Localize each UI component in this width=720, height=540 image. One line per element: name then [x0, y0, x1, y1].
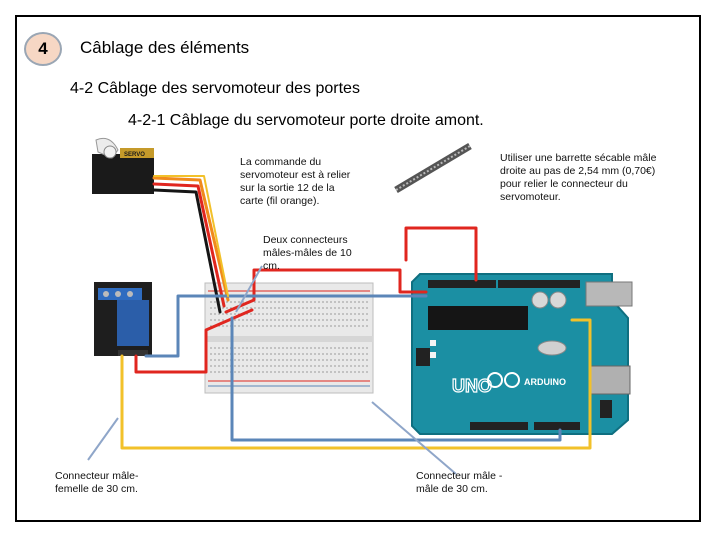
section-title: Câblage des éléments	[80, 38, 250, 57]
breadboard	[204, 282, 374, 394]
wires	[120, 175, 592, 450]
red-wire-header	[404, 226, 478, 282]
note-male-female: Connecteur mâle-femelle de 30 cm.	[55, 470, 139, 495]
blue-wire-bottom	[230, 316, 562, 442]
arduino-board: UNO ARDUINO	[411, 273, 633, 435]
step-badge: 4	[24, 32, 62, 66]
header-strip	[394, 142, 472, 194]
note-male-male: Connecteur mâle - mâle de 30 cm.	[416, 470, 503, 495]
servo-wire-orange	[152, 176, 230, 302]
callout-lines	[87, 265, 457, 475]
servo-wire-red	[152, 182, 226, 308]
note-header-strip: Utiliser une barrette sécable mâle droit…	[500, 152, 657, 203]
arduino-brand-label: ARDUINO	[524, 377, 566, 387]
red-wire-relay	[134, 308, 254, 374]
yellow-wire-servo	[153, 175, 229, 297]
step-number: 4	[38, 39, 48, 58]
subsection-title: 4-2 Câblage des servomoteur des portes	[70, 80, 360, 97]
note-two-connectors: Deux connecteurs mâles-mâles de 10 cm.	[263, 234, 352, 272]
arduino-uno-label: UNO	[452, 376, 492, 396]
servo-label: SERVO	[124, 152, 145, 158]
subsubsection-title: 4-2-1 Câblage du servomoteur porte droit…	[128, 112, 484, 129]
note-servo-command: La commande du servomoteur est à relier …	[240, 156, 351, 207]
servo: SERVO	[92, 137, 154, 194]
red-wire-power	[224, 268, 428, 314]
relay-module	[94, 282, 152, 356]
yellow-wire-relay	[120, 318, 592, 450]
blue-wire-top	[144, 294, 428, 358]
servo-wire-black	[152, 188, 222, 314]
slide-frame	[15, 15, 701, 522]
